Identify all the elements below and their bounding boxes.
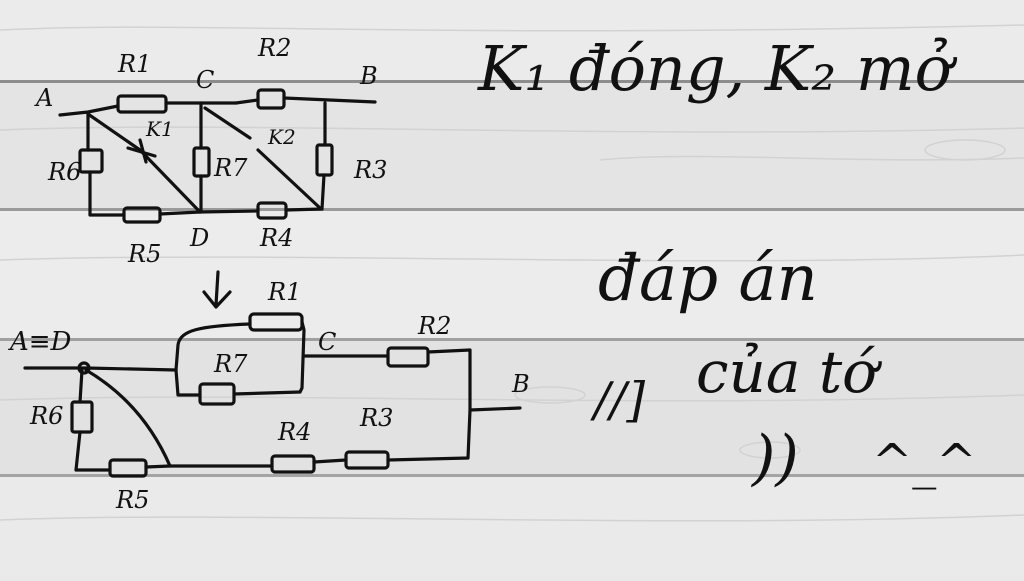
- resistor-r5-bottom: [108, 458, 148, 478]
- label-r4-top: R4: [259, 224, 293, 252]
- label-r2-top: R2: [257, 34, 291, 62]
- resistor-r4-bottom: [270, 454, 316, 474]
- label-node-b-bottom: B: [511, 370, 530, 398]
- label-r7-top: R7: [213, 154, 248, 182]
- label-node-d-top: D: [189, 224, 209, 252]
- label-k2: K2: [267, 125, 296, 149]
- label-node-a-equiv-d: A≡D: [8, 327, 72, 357]
- resistor-r3-bottom: [344, 450, 390, 470]
- switch-k1-mark: [126, 138, 157, 164]
- label-r2-bottom: R2: [417, 312, 451, 340]
- label-node-b-top: B: [359, 62, 378, 90]
- label-r1-top: R1: [117, 50, 151, 78]
- label-node-a-top: A: [34, 84, 53, 112]
- label-r1-bottom: R1: [267, 278, 301, 306]
- circuit-bottom: [23, 312, 522, 478]
- note-k1-closed-k2-open: K₁ đóng, K₂ mở: [477, 32, 958, 105]
- note-bracket: //]: [590, 372, 645, 428]
- resistor-r2-top: [256, 88, 286, 110]
- label-r6-bottom: R6: [29, 402, 63, 430]
- label-r6-top: R6: [47, 158, 81, 186]
- note-answer: đáp án: [598, 242, 818, 316]
- switch-k2: [203, 106, 252, 140]
- label-r4-bottom: R4: [277, 418, 311, 446]
- resistor-r1-bottom: [248, 312, 304, 332]
- note-smile: ^_^: [872, 434, 976, 490]
- label-r3-bottom: R3: [359, 404, 393, 432]
- resistor-r3-top: [315, 143, 334, 177]
- label-r3-top: R3: [353, 156, 387, 184]
- label-r7-bottom: R7: [213, 350, 248, 378]
- label-node-c-bottom: C: [318, 328, 336, 356]
- resistor-r4-top: [256, 201, 288, 220]
- note-parens: )): [750, 423, 799, 493]
- note-mine: của tớ: [696, 338, 882, 406]
- label-r5-bottom: R5: [115, 486, 149, 514]
- resistor-r7-bottom-box: [198, 382, 236, 406]
- label-r5-top: R5: [127, 240, 161, 268]
- label-k1: K1: [145, 117, 174, 141]
- resistor-r1-top: [116, 94, 168, 114]
- junction-node-ad: [77, 361, 91, 375]
- switch-k1: [86, 112, 202, 214]
- arrow-down-icon: [202, 270, 232, 309]
- resistor-r6-bottom: [70, 400, 94, 434]
- resistor-r2-bottom: [386, 346, 430, 368]
- resistor-r5-top: [122, 206, 162, 224]
- resistor-r7-top: [192, 146, 211, 178]
- circuit-top: [58, 88, 377, 224]
- resistor-r6-top: [78, 148, 104, 174]
- label-node-c-top: C: [196, 66, 214, 94]
